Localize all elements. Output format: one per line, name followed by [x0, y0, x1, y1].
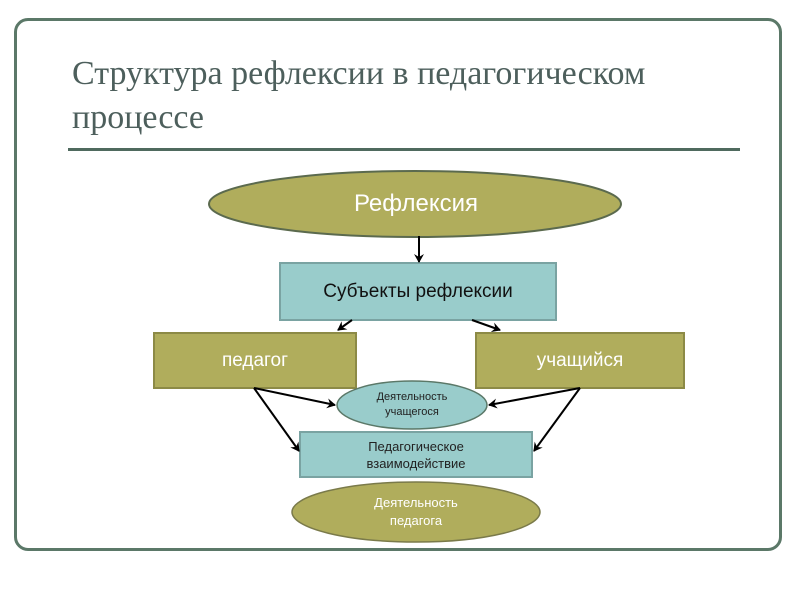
- node-teacher: [153, 332, 357, 389]
- interaction-line1: Педагогическое: [368, 438, 464, 454]
- student-label: учащийся: [536, 349, 624, 371]
- arrow-teacher-interaction: [253, 387, 300, 452]
- student-activity-line2: учащегося: [385, 406, 439, 418]
- title-divider: [68, 148, 740, 151]
- slide-frame: [14, 18, 782, 551]
- node-subjects: [279, 262, 557, 321]
- student-activity-label: Деятельность учащегося: [337, 381, 487, 429]
- arrow-teacher-student-activity: [253, 387, 336, 409]
- student-activity-line1: Деятельность: [376, 391, 448, 403]
- arrow-subjects-teacher: [337, 319, 353, 331]
- teacher-label: педагог: [221, 349, 289, 371]
- node-teacher-activity: [291, 481, 541, 543]
- interaction-label: Педагогическое взаимодействие: [300, 432, 532, 477]
- node-student-activity: [336, 380, 488, 430]
- teacher-activity-line1: Деятельность: [374, 495, 458, 510]
- interaction-line2: взаимодействие: [366, 455, 466, 471]
- reflection-label: Рефлексия: [353, 190, 479, 217]
- subjects-label: Субъекты рефлексии: [323, 280, 513, 302]
- node-reflection: [208, 170, 622, 238]
- slide-title: Структура рефлексии в педагогическом про…: [72, 55, 646, 136]
- teacher-activity-line2: педагога: [389, 513, 443, 528]
- teacher-activity-label: Деятельность педагога: [292, 482, 540, 542]
- node-student: [475, 332, 685, 389]
- arrow-student-interaction: [533, 387, 581, 452]
- arrow-subjects-student: [471, 319, 501, 333]
- arrow-student-student-activity: [488, 387, 581, 409]
- node-interaction: [299, 431, 533, 478]
